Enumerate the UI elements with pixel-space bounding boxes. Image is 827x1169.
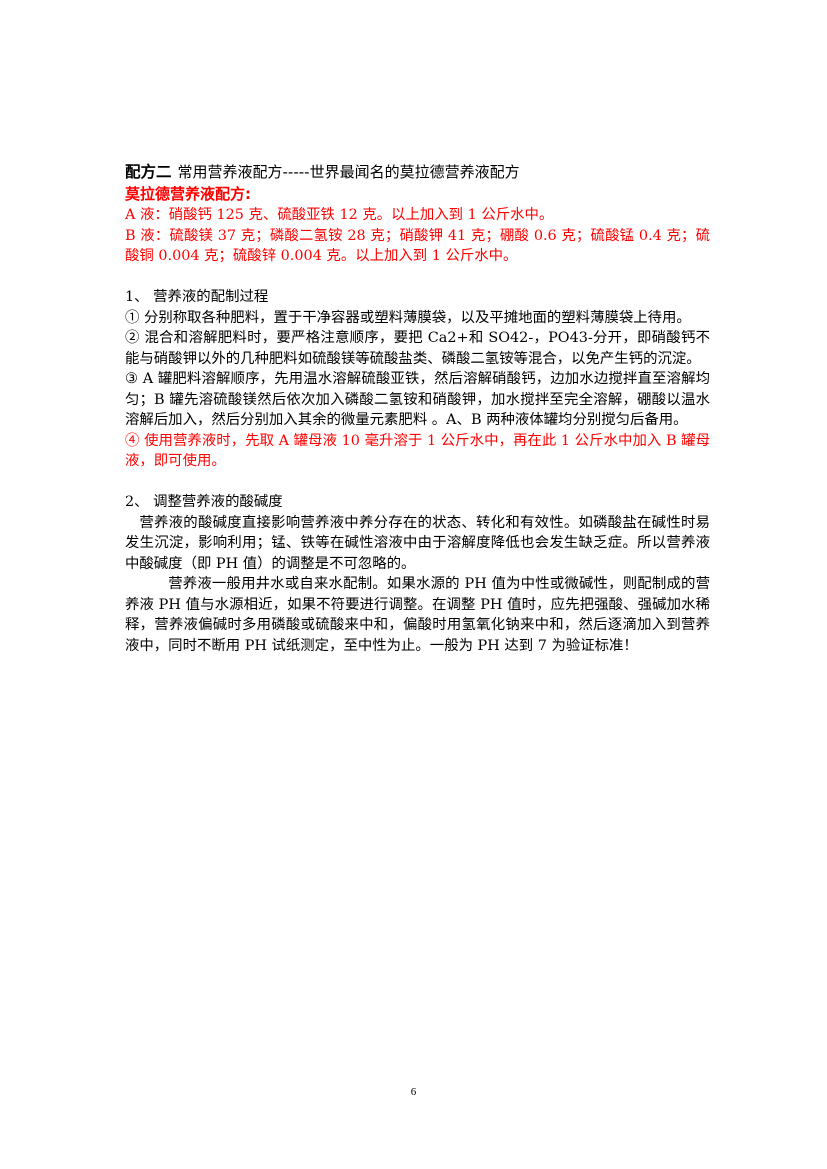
step-4: ④ 使用营养液时，先取 A 罐母液 10 毫升溶于 1 公斤水中，再在此 1 公… — [125, 432, 710, 470]
recipe-subtitle: 常用营养液配方-----世界最闻名的莫拉德营养液配方 — [177, 163, 520, 181]
ph-section: 2、 调整营养液的酸碱度 营养液的酸碱度直接影响营养液中养分存在的状态、转化和有… — [125, 492, 710, 656]
spacer — [125, 267, 710, 288]
preparation-section: 1、 营养液的配制过程 ① 分别称取各种肥料，置于干净容器或塑料薄膜袋，以及平摊… — [125, 287, 710, 472]
section-title-preparation: 1、 营养液的配制过程 — [125, 289, 269, 305]
document-body: 配方二常用营养液配方-----世界最闻名的莫拉德营养液配方 莫拉德营养液配方: … — [125, 160, 710, 656]
recipe-heading: 配方二常用营养液配方-----世界最闻名的莫拉德营养液配方 — [125, 160, 710, 184]
section-title-ph: 2、 调整营养液的酸碱度 — [125, 494, 283, 510]
formula-block: 莫拉德营养液配方: A 液：硝酸钙 125 克、硫酸亚铁 12 克。以上加入到 … — [125, 184, 710, 267]
ph-paragraph-2: 营养液一般用井水或自来水配制。如果水源的 PH 值为中性或微碱性，则配制成的营养… — [125, 576, 710, 654]
step-3: ③ A 罐肥料溶解顺序，先用温水溶解硫酸亚铁，然后溶解硝酸钙，边加水边搅拌直至溶… — [125, 371, 710, 428]
formula-line-a: A 液：硝酸钙 125 克、硫酸亚铁 12 克。以上加入到 1 公斤水中。 — [125, 207, 554, 223]
page-number: 6 — [410, 1086, 417, 1098]
formula-title: 莫拉德营养液配方: — [125, 185, 251, 203]
recipe-label: 配方二 — [125, 163, 172, 181]
step-2: ② 混合和溶解肥料时，要严格注意顺序，要把 Ca2+和 SO42-，PO43-分… — [125, 330, 710, 367]
spacer — [125, 472, 710, 493]
ph-paragraph-1: 营养液的酸碱度直接影响营养液中养分存在的状态、转化和有效性。如磷酸盐在碱性时易发… — [125, 514, 710, 572]
formula-line-b: B 液：硫酸镁 37 克；磷酸二氢铵 28 克；硝酸钾 41 克；硼酸 0.6 … — [125, 227, 710, 265]
step-1: ① 分别称取各种肥料，置于干净容器或塑料薄膜袋，以及平摊地面的塑料薄膜袋上待用。 — [125, 309, 691, 326]
